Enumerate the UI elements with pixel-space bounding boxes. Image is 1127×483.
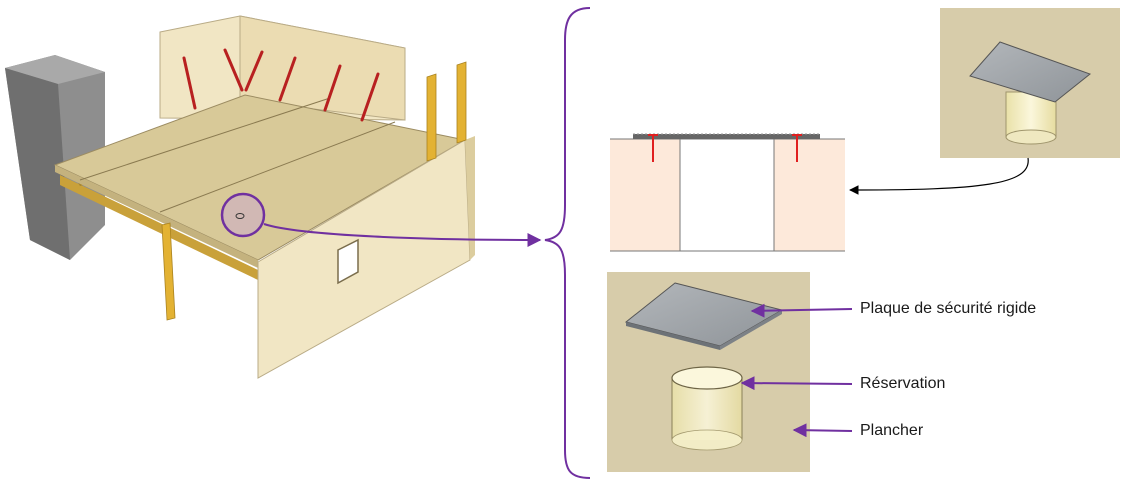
timber-posts: [161, 61, 467, 321]
label-plancher: Plancher: [860, 422, 924, 439]
window-opening: [337, 238, 359, 285]
reservation-highlight: [220, 192, 266, 238]
reservation-cylinder-icon: [671, 366, 743, 451]
cross-section-view: [610, 133, 845, 252]
exploded-view: [607, 272, 810, 472]
zoom-arrow: [849, 157, 1029, 195]
safety-plate-icon: [969, 41, 1092, 103]
callout-arrow-plaque: [750, 303, 853, 318]
callout-arrow-plancher: [792, 423, 853, 438]
label-reservation: Réservation: [860, 375, 946, 392]
label-plaque: Plaque de sécurité rigide: [860, 300, 1037, 317]
floor-slab-illustration: [5, 15, 475, 379]
detail-brace: [544, 7, 591, 479]
edge-beam: [60, 175, 258, 280]
plate-thumbnail: [940, 8, 1120, 158]
front-wall: [257, 136, 475, 379]
section-safety-plate: [633, 134, 820, 139]
detail-arrow: [263, 223, 542, 247]
reservation-hole-icon: [235, 213, 245, 219]
concrete-column: [5, 55, 105, 260]
prop-icon: [182, 48, 380, 122]
callout-arrow-reservation: [740, 376, 853, 391]
